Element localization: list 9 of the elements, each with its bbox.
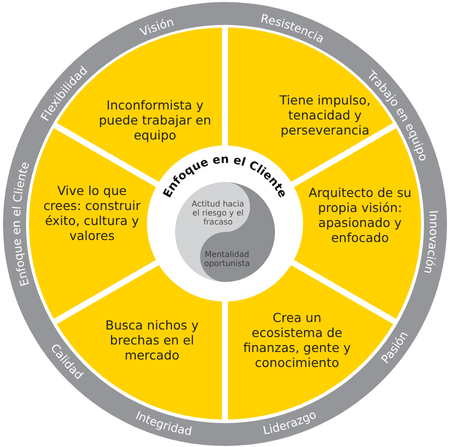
node-text: Tiene impulso, tenacidad y perseverancia (278, 92, 371, 138)
node-text: Busca nichos y brechas en el mercado (104, 318, 200, 362)
node-text: Arquitecto de su propia visión: apasionado y enfocado (308, 185, 412, 245)
node-text: Crea un ecosistema de finanzas, gente y conocimiento (242, 310, 352, 370)
node-text: Actitud hacia el riesgo y el fracaso (190, 200, 246, 226)
node-text: Mentalidad oportunista (203, 250, 251, 268)
ring-label: Visión (138, 14, 176, 39)
node-text: Inconformista y puede trabajar en equipo (98, 98, 212, 142)
node-text: Vive lo que crees: construir éxito, cultura y valores (42, 183, 142, 243)
